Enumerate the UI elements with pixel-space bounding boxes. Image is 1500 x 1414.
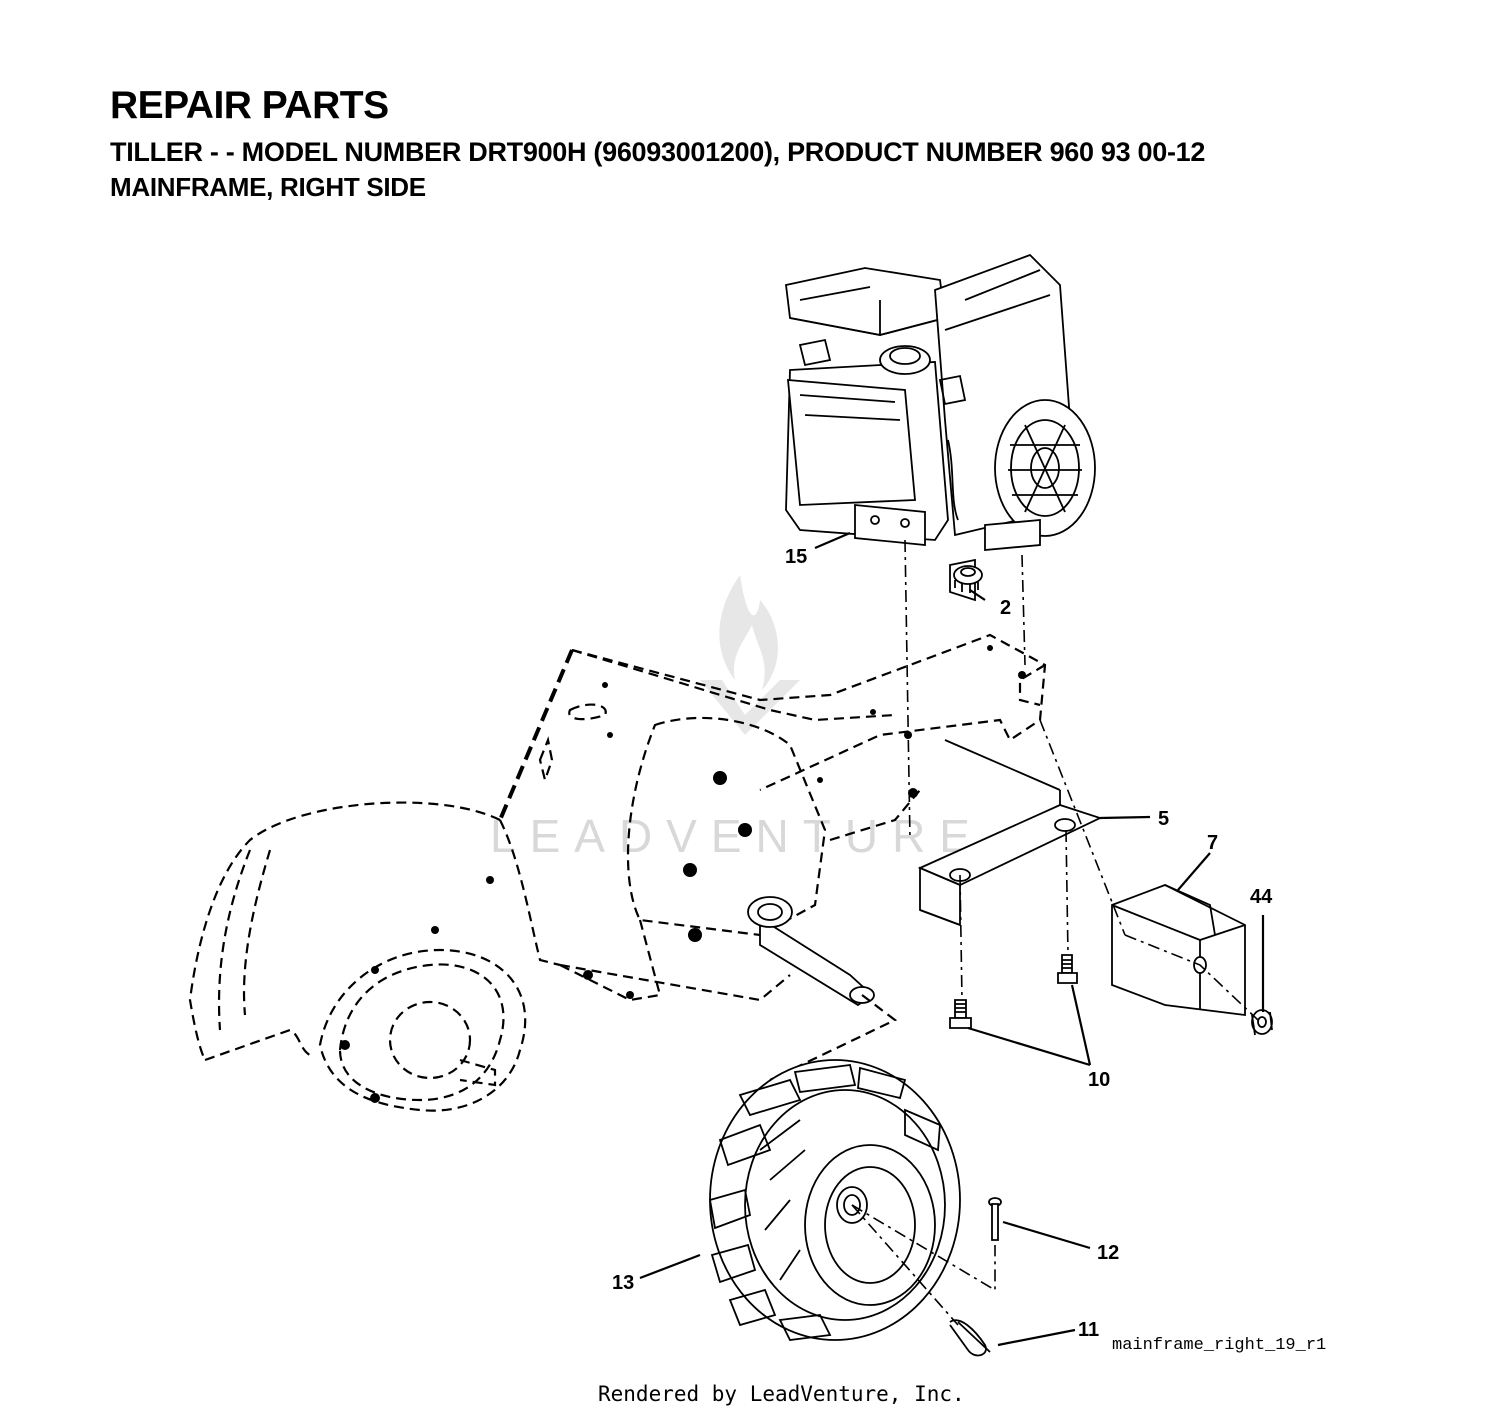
watermark-logo: [700, 575, 800, 735]
callout-10: 10: [1088, 1069, 1110, 1091]
callout-2: 2: [1000, 597, 1011, 619]
callout-12: 12: [1097, 1242, 1119, 1264]
hairpin-clip-part-11[interactable]: [949, 1319, 991, 1357]
frame-bolts: [340, 645, 1026, 1103]
section-title: MAINFRAME, RIGHT SIDE: [110, 172, 426, 202]
axle-shaft: [747, 896, 898, 1081]
bracket-part-5[interactable]: [917, 739, 1103, 927]
nut-part-44[interactable]: [1251, 1009, 1273, 1036]
callout-44: 44: [1250, 886, 1273, 908]
model-subtitle: TILLER - - MODEL NUMBER DRT900H (9609300…: [110, 137, 1206, 167]
flange-nut-part-2[interactable]: [949, 558, 983, 602]
page-title: REPAIR PARTS: [110, 84, 389, 127]
weight-part-7[interactable]: [1111, 884, 1246, 1017]
callout-7: 7: [1207, 832, 1218, 854]
bolts-part-10[interactable]: [949, 954, 1078, 1029]
footer-credit: Rendered by LeadVenture, Inc.: [598, 1382, 965, 1406]
mainframe-dashed: [188, 633, 1047, 1112]
leader-lines: [639, 531, 1265, 1347]
diagram-id-label: mainframe_right_19_r1: [1112, 1336, 1326, 1355]
engine-part-15[interactable]: [785, 253, 1096, 551]
wheel-tire-part-13[interactable]: [708, 1059, 961, 1341]
pin-part-12[interactable]: [988, 1197, 1002, 1241]
callout-11: 11: [1078, 1319, 1099, 1341]
assembly-center-lines: [851, 539, 1259, 1326]
watermark-text: LEADVENTURE: [490, 810, 984, 862]
callout-15: 15: [785, 546, 807, 568]
callout-13: 13: [612, 1272, 634, 1294]
callout-5: 5: [1158, 808, 1169, 830]
